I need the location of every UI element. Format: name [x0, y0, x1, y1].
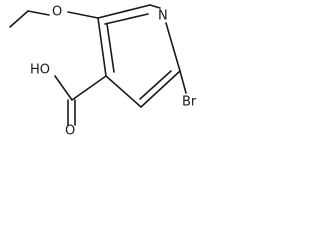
bond-c4-c5 — [97, 17, 107, 77]
bond-ch3-ch2 — [9, 10, 29, 28]
atom-label-bromine: Br — [182, 95, 197, 110]
bond-c6-n1 — [149, 4, 161, 9]
atom-label-hydroxyl: HO — [30, 63, 50, 78]
bond-c5-c6-inner — [104, 13, 149, 25]
chemical-structure-diagram: N O HO O Br — [9, 4, 197, 138]
bond-c2-c3-inner — [139, 70, 172, 100]
bond-c4-c5-inner — [106, 23, 115, 73]
bond-n1-c2 — [165, 22, 181, 72]
bond-ch2-o — [27, 10, 50, 16]
bond-c4-cooh — [71, 75, 107, 101]
atom-label-ether-oxygen: O — [52, 5, 62, 20]
bond-c2-br — [179, 70, 187, 94]
bond-c3-c4 — [105, 75, 142, 108]
bond-c5-c6 — [97, 4, 151, 19]
bond-o-c5 — [67, 11, 99, 19]
atom-label-nitrogen: N — [158, 9, 168, 24]
atom-label-carbonyl-oxygen: O — [65, 124, 75, 138]
bond-cooh-oh — [54, 75, 73, 101]
bond-c2-c3 — [140, 70, 181, 108]
